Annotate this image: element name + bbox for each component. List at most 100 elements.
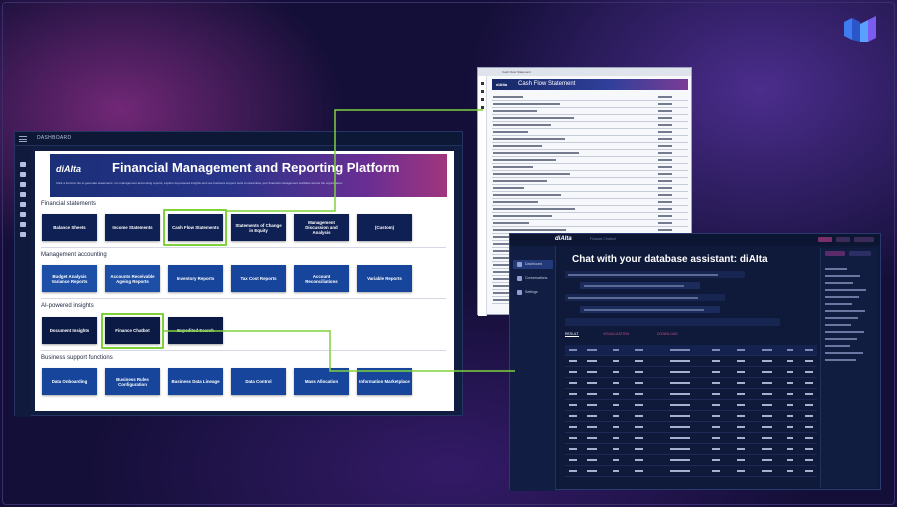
statement-row-divider xyxy=(492,226,688,227)
table-cell xyxy=(670,371,690,373)
history-item[interactable] xyxy=(825,268,847,270)
table-cell xyxy=(635,393,643,395)
statement-row-divider xyxy=(492,107,688,108)
print-icon[interactable] xyxy=(481,90,484,93)
table-cell xyxy=(712,448,720,450)
table-cell xyxy=(805,371,813,373)
tile-custom[interactable]: (Custom) xyxy=(357,214,412,241)
table-cell xyxy=(762,360,772,362)
table-cell xyxy=(805,437,813,439)
statement-row-divider xyxy=(492,135,688,136)
database-icon[interactable] xyxy=(20,222,26,227)
zoom-icon[interactable] xyxy=(481,82,484,85)
tile-income-statements[interactable]: Income Statements xyxy=(105,214,160,241)
settings-icon[interactable] xyxy=(20,232,26,237)
chat-breadcrumb: Finance Chatbot xyxy=(590,237,616,241)
table-cell xyxy=(613,393,619,395)
topbar-button[interactable] xyxy=(854,237,874,242)
tile-statements-of-change-in-equity[interactable]: Statements of Change in Equity xyxy=(231,214,286,241)
history-filter[interactable] xyxy=(825,251,845,256)
tile-data-onboarding[interactable]: Data Onboarding xyxy=(42,368,97,395)
tile-data-control[interactable]: Data Control xyxy=(231,368,286,395)
history-item[interactable] xyxy=(825,324,851,326)
statement-row-value xyxy=(658,152,672,154)
folder-icon[interactable] xyxy=(20,182,26,187)
topbar-button[interactable] xyxy=(818,237,832,242)
statement-row-value xyxy=(658,187,672,189)
statement-row-divider xyxy=(492,156,688,157)
tile-cash-flow-statements[interactable]: Cash Flow Statements xyxy=(168,214,223,241)
table-cell xyxy=(712,404,720,406)
table-cell xyxy=(635,371,643,373)
statement-row-label xyxy=(493,173,570,175)
tile-finance-chatbot[interactable]: Finance Chatbot xyxy=(105,317,160,344)
tile-data-lineage[interactable]: Business Data Lineage xyxy=(168,368,223,395)
history-item[interactable] xyxy=(825,275,860,277)
section-title-financial-statements: Financial statements xyxy=(41,201,97,207)
history-item[interactable] xyxy=(825,317,858,319)
table-cell xyxy=(569,470,577,472)
nav-dashboard[interactable]: Dashboard xyxy=(513,260,553,269)
chat-title: Chat with your database assistant: diAIt… xyxy=(572,254,768,265)
document-icon[interactable] xyxy=(20,192,26,197)
history-filter[interactable] xyxy=(849,251,871,256)
history-item[interactable] xyxy=(825,352,863,354)
table-cell xyxy=(587,371,597,373)
tab-visualization[interactable]: VISUALIZATION xyxy=(603,332,629,336)
tile-mass-allocation[interactable]: Mass Allocation xyxy=(294,368,349,395)
chart-icon[interactable] xyxy=(20,172,26,177)
table-cell xyxy=(712,360,720,362)
table-cell xyxy=(587,470,597,472)
tile-account-reconciliations[interactable]: Account Reconciliations xyxy=(294,265,349,292)
tile-inventory-reports[interactable]: Inventory Reports xyxy=(168,265,223,292)
tab-download[interactable]: DOWNLOAD xyxy=(657,332,678,336)
tile-management-discussion[interactable]: Management Discussion and Analysis xyxy=(294,214,349,241)
history-item[interactable] xyxy=(825,296,859,298)
chat-history-panel xyxy=(820,248,877,488)
home-icon[interactable] xyxy=(20,162,26,167)
document-logo: diAIta xyxy=(496,82,508,87)
table-cell xyxy=(613,470,619,472)
history-item[interactable] xyxy=(825,310,865,312)
table-cell xyxy=(587,349,597,351)
tile-variable-reports[interactable]: Variable Reports xyxy=(357,265,412,292)
history-item[interactable] xyxy=(825,282,853,284)
table-cell xyxy=(787,459,793,461)
document-topbar-label: Cash Flow Statement xyxy=(502,70,531,74)
table-cell xyxy=(670,448,690,450)
history-item[interactable] xyxy=(825,359,856,361)
nav-settings[interactable]: Settings xyxy=(513,288,553,297)
table-cell xyxy=(587,382,597,384)
download-icon[interactable] xyxy=(481,98,484,101)
topbar-button[interactable] xyxy=(836,237,850,242)
history-item[interactable] xyxy=(825,331,864,333)
table-cell xyxy=(635,459,643,461)
user-icon[interactable] xyxy=(20,212,26,217)
tab-result[interactable]: RESULT xyxy=(565,332,579,337)
page-icon[interactable] xyxy=(481,106,484,109)
window-topbar: DASHBOARD xyxy=(15,132,462,146)
tile-balance-sheets[interactable]: Balance Sheets xyxy=(42,214,97,241)
history-item[interactable] xyxy=(825,303,852,305)
table-cell xyxy=(712,415,720,417)
statement-row-value xyxy=(658,201,672,203)
statement-row-label xyxy=(493,187,524,189)
tile-information-marketplace[interactable]: Information Marketplace xyxy=(357,368,412,395)
tile-document-insights[interactable]: Document Insights xyxy=(42,317,97,344)
star-icon[interactable] xyxy=(20,202,26,207)
history-item[interactable] xyxy=(825,345,850,347)
menu-icon[interactable] xyxy=(19,136,27,142)
tile-business-rules[interactable]: Business Rules Configuration xyxy=(105,368,160,395)
statement-row-divider xyxy=(492,149,688,150)
statement-row-divider xyxy=(492,177,688,178)
tile-budget-analysis[interactable]: Budget Analysis Variance Reports xyxy=(42,265,97,292)
table-cell xyxy=(737,448,745,450)
table-cell xyxy=(635,349,643,351)
statement-row-label xyxy=(493,208,575,210)
tile-tax-cost-reports[interactable]: Tax Cost Reports xyxy=(231,265,286,292)
history-item[interactable] xyxy=(825,338,857,340)
statement-row-divider xyxy=(492,114,688,115)
history-item[interactable] xyxy=(825,289,866,291)
tile-accounts-receivable[interactable]: Accounts Receivable Ageing Reports xyxy=(105,265,160,292)
nav-conversations[interactable]: Conversations xyxy=(513,274,553,283)
